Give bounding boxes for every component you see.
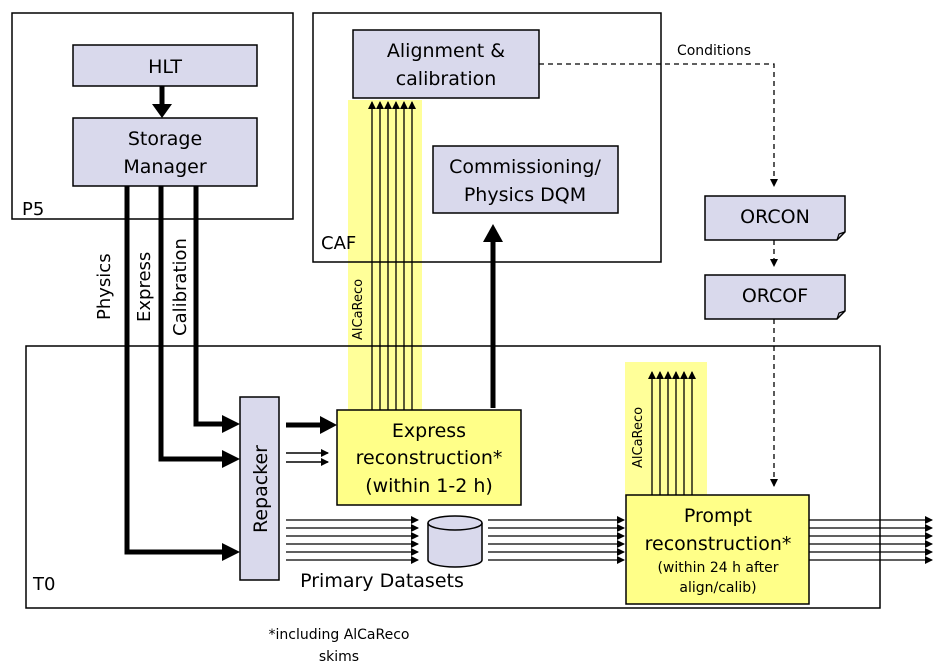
orcon-box: [704, 195, 846, 241]
alignment-line2: calibration: [396, 68, 497, 90]
prompt-output-arrows: [809, 516, 933, 564]
storage-manager-box: [72, 117, 258, 187]
calibration-stream-label: Calibration: [170, 238, 191, 336]
alcareco-band-right: [625, 362, 707, 497]
prompt-input-arrows: [488, 516, 625, 564]
alcareco-right-label: AlCaReco: [631, 407, 646, 468]
hlt-box: [72, 44, 258, 87]
express-stream-label: Express: [134, 252, 155, 322]
t0-frame: [25, 345, 881, 609]
orcof-box: [704, 274, 846, 320]
footnote-line2: skims: [319, 649, 359, 665]
alcareco-arrows-right: [648, 371, 696, 495]
express-reco-line2: reconstruction*: [356, 447, 503, 469]
t0-label: T0: [32, 574, 55, 595]
commissioning-box: [432, 145, 619, 214]
commissioning-line2: Physics DQM: [464, 184, 586, 206]
orcon-label: ORCON: [740, 206, 810, 228]
primary-datasets-label: Primary Datasets: [300, 570, 464, 592]
prompt-reco-box: [625, 494, 810, 605]
alignment-line1: Alignment &: [387, 40, 505, 62]
dataset-storage-icon: [427, 515, 483, 568]
prompt-reco-line2: reconstruction*: [645, 533, 792, 555]
hlt-label: HLT: [148, 56, 182, 78]
express-reco-box: [336, 409, 522, 506]
repacker-box: [239, 396, 280, 581]
express-reco-line3: (within 1-2 h): [365, 475, 493, 497]
alcareco-band-left: [348, 100, 422, 410]
p5-frame: [11, 12, 294, 220]
express-reco-line1: Express: [392, 420, 466, 442]
repacker-label: Repacker: [250, 445, 272, 533]
footnote-line1: *including AlCaReco: [268, 627, 409, 643]
prompt-reco-line3: (within 24 h after: [657, 560, 778, 576]
caf-frame: [312, 12, 662, 263]
storage-manager-line1: Storage: [128, 128, 202, 150]
prompt-reco-line1: Prompt: [684, 505, 752, 527]
orcof-label: ORCOF: [742, 285, 808, 307]
storage-manager-line2: Manager: [123, 156, 206, 178]
alcareco-left-label: AlCaReco: [351, 279, 366, 340]
prompt-reco-line4: align/calib): [679, 580, 756, 596]
conditions-label: Conditions: [677, 43, 751, 59]
p5-label: P5: [22, 199, 44, 220]
physics-stream-label: Physics: [94, 253, 115, 320]
alcareco-arrows-left: [368, 101, 416, 410]
commissioning-line1: Commissioning/: [449, 156, 601, 178]
caf-label: CAF: [321, 233, 356, 254]
alignment-box: [352, 29, 540, 99]
primary-dataset-arrows: [286, 516, 419, 564]
